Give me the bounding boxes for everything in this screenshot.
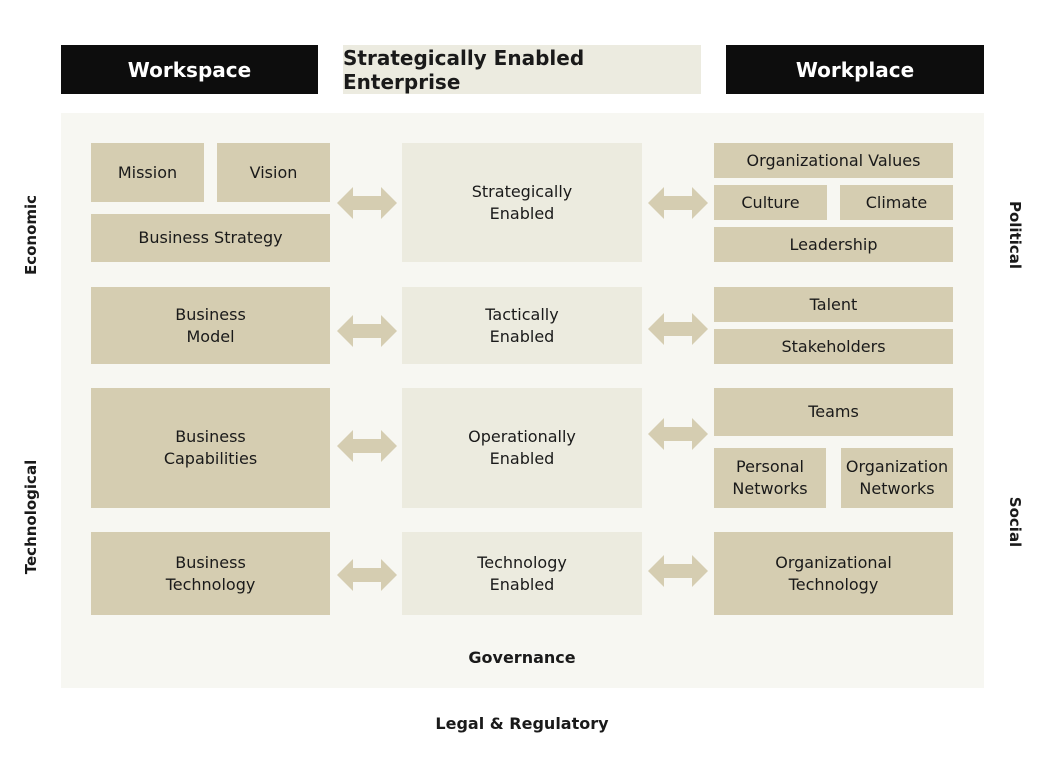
leadership-box: Leadership xyxy=(714,227,953,262)
business-model-box: Business Model xyxy=(91,287,330,364)
personal-networks-box: Personal Networks xyxy=(714,448,826,508)
workplace-header: Workplace xyxy=(726,45,984,94)
double-arrow-icon xyxy=(337,430,397,462)
legal-regulatory-label: Legal & Regulatory xyxy=(435,714,609,733)
double-arrow-icon xyxy=(648,555,708,587)
organizational-values-box: Organizational Values xyxy=(714,143,953,178)
governance-label: Governance xyxy=(468,648,576,667)
enterprise-header: Strategically Enabled Enterprise xyxy=(343,45,701,94)
business-capabilities-box: Business Capabilities xyxy=(91,388,330,508)
climate-box: Climate xyxy=(840,185,953,220)
workspace-header: Workspace xyxy=(61,45,318,94)
mission-box: Mission xyxy=(91,143,204,202)
double-arrow-icon xyxy=(648,313,708,345)
double-arrow-icon xyxy=(337,315,397,347)
double-arrow-icon xyxy=(337,559,397,591)
tactically-enabled-box: Tactically Enabled xyxy=(402,287,642,364)
stakeholders-box: Stakeholders xyxy=(714,329,953,364)
strategically-enabled-box: Strategically Enabled xyxy=(402,143,642,262)
organization-networks-box: Organization Networks xyxy=(841,448,953,508)
technology-enabled-box: Technology Enabled xyxy=(402,532,642,615)
double-arrow-icon xyxy=(648,418,708,450)
teams-box: Teams xyxy=(714,388,953,436)
operationally-enabled-box: Operationally Enabled xyxy=(402,388,642,508)
vision-box: Vision xyxy=(217,143,330,202)
economic-label: Economic xyxy=(22,194,40,276)
business-technology-box: Business Technology xyxy=(91,532,330,615)
double-arrow-icon xyxy=(648,187,708,219)
business-strategy-box: Business Strategy xyxy=(91,214,330,262)
political-label: Political xyxy=(1006,200,1024,270)
organizational-technology-box: Organizational Technology xyxy=(714,532,953,615)
talent-box: Talent xyxy=(714,287,953,322)
technological-label: Technological xyxy=(22,459,40,575)
double-arrow-icon xyxy=(337,187,397,219)
culture-box: Culture xyxy=(714,185,827,220)
social-label: Social xyxy=(1006,496,1024,548)
